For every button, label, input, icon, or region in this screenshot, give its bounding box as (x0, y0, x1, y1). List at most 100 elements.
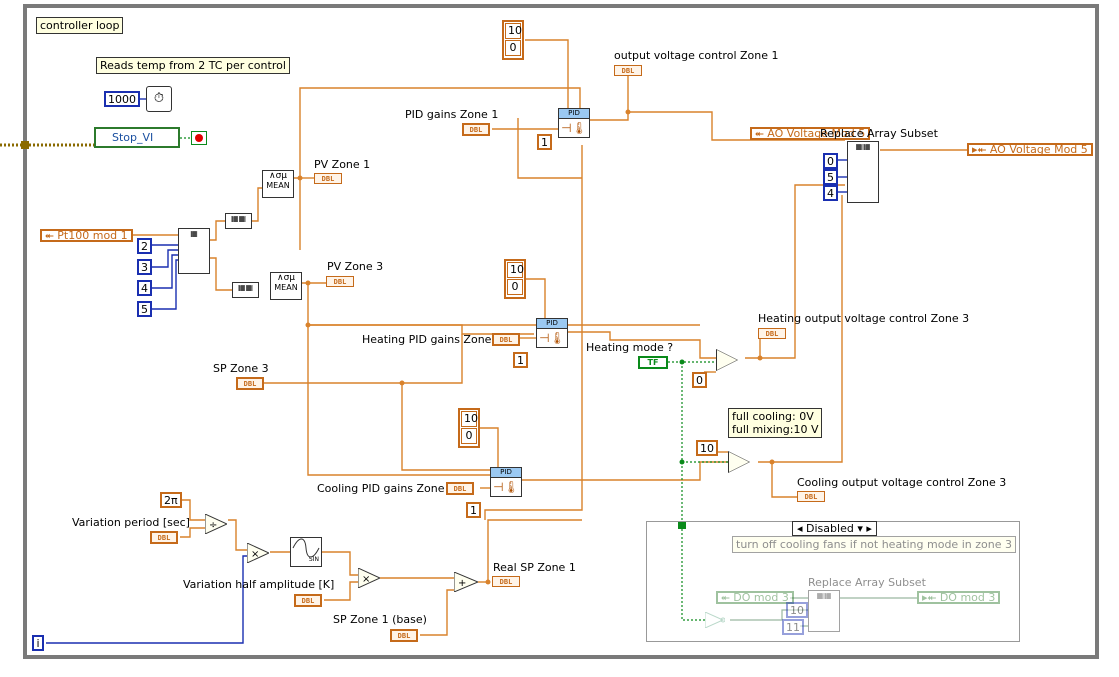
heating-output-label: Heating output voltage control Zone 3 (758, 312, 970, 325)
wire-junctions (297, 109, 775, 585)
heating-gains-label: Heating PID gains Zone 3 (362, 333, 502, 346)
iteration-terminal: i (32, 635, 44, 651)
index-2[interactable]: 2 (137, 238, 152, 254)
svg-text:÷: ÷ (209, 520, 217, 531)
pid-heating-zone3: PID⊣🌡 (536, 318, 568, 348)
cool-range-lo[interactable]: 0 (461, 428, 477, 444)
zone1-dt[interactable]: 1 (537, 134, 552, 150)
stop-icon (195, 134, 203, 142)
heat-dt[interactable]: 1 (513, 352, 528, 368)
divide-node: ÷ (204, 513, 229, 535)
pv-zone3-indicator[interactable]: DBL (326, 276, 354, 287)
heating-gains-control[interactable]: DBL (492, 333, 520, 346)
cooling-output-indicator[interactable]: DBL (797, 491, 825, 502)
while-loop-frame (23, 4, 1099, 659)
disabled-selector[interactable]: ◂ Disabled ▾ ▸ (792, 521, 877, 536)
cooling-output-label: Cooling output voltage control Zone 3 (797, 476, 1007, 489)
cooling-gains-control[interactable]: DBL (446, 482, 474, 495)
loop-label: controller loop (36, 17, 124, 34)
heat-range-cluster[interactable]: 10 0 (504, 259, 526, 299)
cooling-note-line2: full mixing:10 V (732, 423, 819, 436)
pv-zone3-label: PV Zone 3 (327, 260, 384, 273)
tunnel (21, 141, 29, 149)
zone1-range-hi[interactable]: 10 (505, 23, 522, 39)
multiply-node-1: × (246, 542, 271, 564)
cool-select-ten[interactable]: 10 (696, 440, 718, 456)
comment-tc: Reads temp from 2 TC per control (96, 57, 290, 74)
heating-mode-label: Heating mode ? (586, 341, 674, 354)
amplitude-control[interactable]: DBL (294, 594, 322, 607)
cool-dt[interactable]: 1 (466, 502, 481, 518)
ao-index-0[interactable]: 0 (823, 153, 838, 169)
pid-heating-icon: ⊣🌡 (539, 331, 565, 345)
heat-range-hi[interactable]: 10 (507, 262, 524, 278)
select-heating (716, 349, 738, 371)
zone1-range-cluster[interactable]: 10 0 (502, 20, 524, 60)
svg-text:×: × (251, 549, 259, 560)
do-index-10[interactable]: 10 (786, 602, 808, 618)
do-in-ref[interactable]: ⯬ DO mod 3 (716, 591, 794, 604)
pv-zone1-label: PV Zone 1 (314, 158, 371, 171)
sp-zone3-control[interactable]: DBL (236, 377, 264, 390)
do-index-11[interactable]: 11 (782, 619, 804, 635)
output-zone1-label: output voltage control Zone 1 (614, 49, 779, 62)
do-in-label: DO mod 3 (733, 591, 789, 604)
stop-vi-label: Stop_VI (112, 131, 154, 144)
pt100-ref[interactable]: ⯬ Pt100 mod 1 (40, 229, 133, 242)
do-out-label: DO mod 3 (939, 591, 996, 604)
sp-zone3-label: SP Zone 3 (213, 362, 269, 375)
index-3[interactable]: 3 (137, 259, 152, 275)
pid-zone1-icon: ⊣🌡 (561, 121, 587, 135)
pid-cooling-zone3: PID⊣🌡 (490, 467, 522, 497)
pid-cooling-icon: ⊣🌡 (493, 480, 519, 494)
pv-zone1-indicator[interactable]: DBL (314, 173, 342, 184)
real-sp-zone1-label: Real SP Zone 1 (493, 561, 576, 574)
real-sp-zone1-indicator[interactable]: DBL (492, 576, 520, 587)
heat-range-lo[interactable]: 0 (507, 279, 523, 295)
heating-mode-control[interactable]: TF (638, 356, 668, 369)
cooling-note-line1: full cooling: 0V (732, 410, 814, 423)
do-replace-label: Replace Array Subset (808, 576, 926, 589)
disabled-wires (730, 597, 917, 627)
variation-period-label: Variation period [sec] (72, 516, 190, 529)
cooling-gains-label: Cooling PID gains Zone 3 (317, 482, 456, 495)
disabled-comment: turn off cooling fans if not heating mod… (732, 536, 1016, 553)
sp-base-control[interactable]: DBL (390, 629, 418, 642)
pid-gains-zone1-label: PID gains Zone 1 (405, 108, 499, 121)
heating-output-indicator[interactable]: DBL (758, 328, 786, 339)
pt100-label: Pt100 mod 1 (57, 229, 128, 242)
heat-select-zero[interactable]: 0 (692, 372, 707, 388)
ao-out-label: AO Voltage Mod 5 (989, 143, 1088, 156)
wait-ms-constant[interactable]: 1000 (104, 91, 140, 107)
build-array-zone1: ▦▦ (225, 213, 252, 229)
disabled-selector-label: Disabled (806, 522, 854, 535)
ao-index-4[interactable]: 4 (823, 185, 838, 201)
not-node (704, 611, 726, 629)
ao-out-ref[interactable]: ▸⯬ AO Voltage Mod 5 (967, 143, 1093, 156)
variation-period-control[interactable]: DBL (150, 531, 178, 544)
two-pi-constant[interactable]: 2π (160, 492, 182, 508)
amplitude-label: Variation half amplitude [K] (183, 578, 335, 591)
ao-in-ref[interactable]: ⯬ AO Voltage Mod 5 (750, 127, 871, 140)
loop-condition-stop[interactable] (191, 131, 207, 145)
pid-gains-zone1-control[interactable]: DBL (462, 123, 490, 136)
select-cooling (728, 451, 750, 473)
zone1-range-lo[interactable]: 0 (505, 40, 521, 56)
stop-vi-node[interactable]: Stop_VI (94, 127, 180, 148)
add-node: + (453, 571, 480, 593)
cool-range-cluster[interactable]: 10 0 (458, 408, 480, 448)
index-5[interactable]: 5 (137, 301, 152, 317)
index-4[interactable]: 4 (137, 280, 152, 296)
sp-base-label: SP Zone 1 (base) (333, 613, 427, 626)
ao-index-5[interactable]: 5 (823, 169, 838, 185)
build-array-zone3: ▦▦ (232, 282, 259, 298)
cooling-note: full cooling: 0V full mixing:10 V (728, 408, 823, 438)
replace-array-node: ▦▦ (847, 141, 879, 203)
do-out-ref[interactable]: ▸⯬ DO mod 3 (917, 591, 1001, 604)
svg-text:×: × (362, 574, 370, 585)
cool-range-hi[interactable]: 10 (461, 411, 478, 427)
output-zone1-indicator[interactable]: DBL (614, 65, 642, 76)
